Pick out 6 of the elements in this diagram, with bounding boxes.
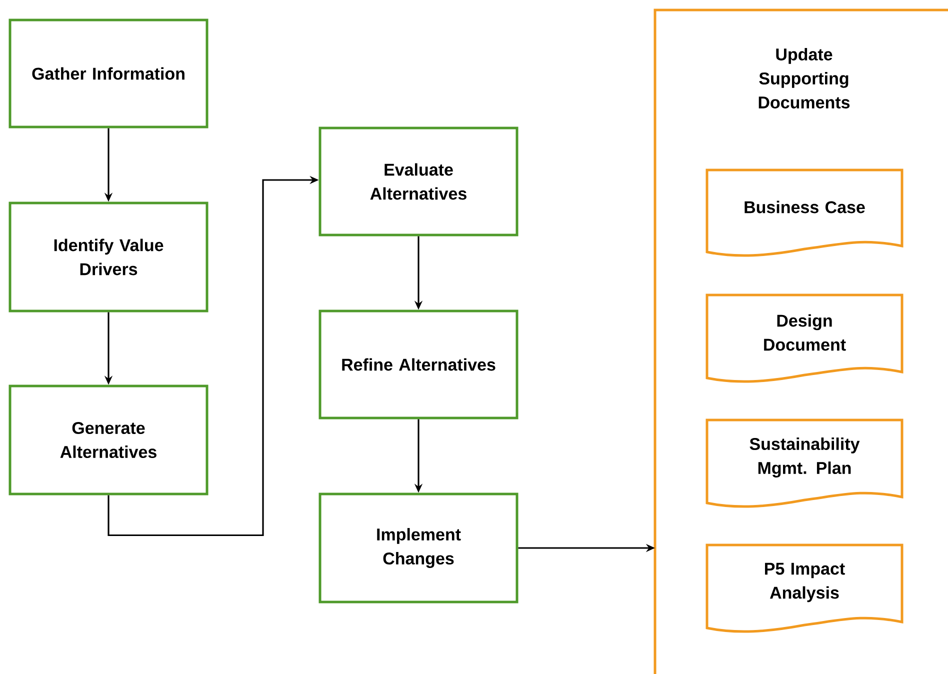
process-box: Generate Alternatives xyxy=(8,384,208,496)
process-box: Identify Value Drivers xyxy=(8,202,208,312)
process-box: Gather Information xyxy=(8,18,208,128)
process-box: Evaluate Alternatives xyxy=(318,126,518,236)
process-box: Implement Changes xyxy=(318,492,518,604)
process-box: Refine Alternatives xyxy=(318,310,518,420)
